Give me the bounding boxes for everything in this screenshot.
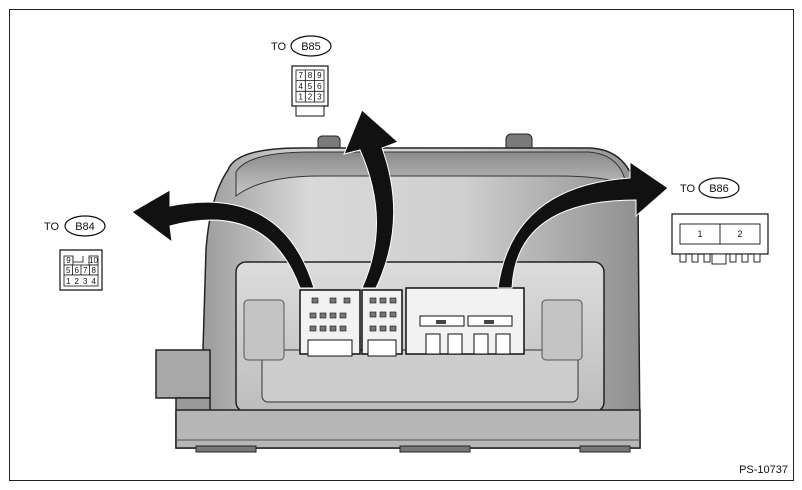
connector-b85-face: 7 8 9 4 5 6 1 2 3 — [291, 65, 329, 117]
socket-b86 — [405, 287, 525, 355]
svg-text:3: 3 — [317, 93, 322, 102]
svg-text:9: 9 — [317, 71, 322, 80]
connector-b86-callout: TO B86 — [680, 177, 740, 199]
connector-b85-callout: TO B85 — [271, 35, 332, 57]
svg-text:7: 7 — [83, 266, 88, 275]
connector-b84-callout: TO B84 — [44, 215, 106, 237]
connector-b85-prefix: TO — [271, 41, 287, 53]
arrow-to-b85 — [343, 109, 399, 289]
figure-id: PS-10737 — [739, 464, 788, 476]
connector-b86-prefix: TO — [680, 183, 696, 195]
svg-text:1: 1 — [697, 229, 702, 239]
svg-text:5: 5 — [66, 266, 71, 275]
svg-text:2: 2 — [308, 93, 313, 102]
connector-b84-code: B84 — [75, 221, 95, 233]
svg-text:1: 1 — [66, 277, 71, 286]
svg-text:3: 3 — [83, 277, 88, 286]
svg-text:4: 4 — [298, 82, 303, 91]
svg-text:1: 1 — [298, 93, 303, 102]
svg-text:2: 2 — [74, 277, 79, 286]
svg-text:4: 4 — [91, 277, 96, 286]
svg-text:8: 8 — [308, 71, 313, 80]
arrow-to-b84 — [131, 189, 315, 289]
connector-b84-prefix: TO — [44, 221, 60, 233]
svg-text:10: 10 — [89, 256, 98, 265]
connector-b85-code: B85 — [301, 41, 321, 53]
connector-b86-face: 1 2 — [671, 213, 769, 265]
svg-text:8: 8 — [91, 266, 96, 275]
socket-b84 — [299, 289, 361, 357]
connector-b86-code: B86 — [709, 183, 729, 195]
svg-text:2: 2 — [737, 229, 742, 239]
arrow-to-b86 — [497, 161, 669, 289]
svg-text:6: 6 — [74, 266, 79, 275]
socket-b85 — [361, 289, 403, 357]
svg-text:9: 9 — [66, 256, 71, 265]
svg-text:6: 6 — [317, 82, 322, 91]
connector-b84-face: 9 10 5 6 7 8 1 2 3 4 — [59, 249, 103, 291]
svg-text:7: 7 — [298, 71, 303, 80]
svg-text:5: 5 — [308, 82, 313, 91]
